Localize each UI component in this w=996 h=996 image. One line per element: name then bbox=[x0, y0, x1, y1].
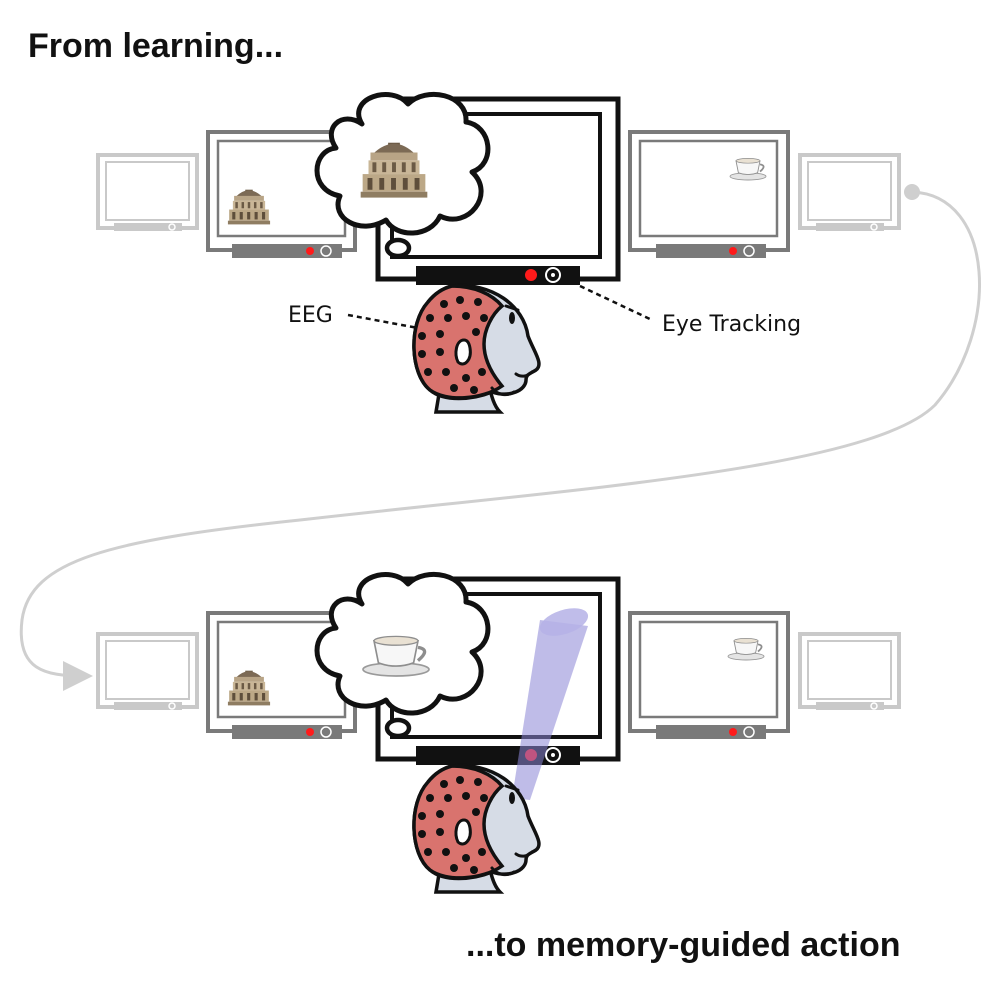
gaze-beam bbox=[512, 608, 589, 800]
monitor-far-right-bottom bbox=[798, 632, 901, 710]
monitor-far-left bbox=[96, 153, 199, 231]
monitor-right-bottom bbox=[628, 611, 790, 739]
eeg-leader-line bbox=[347, 313, 419, 330]
footer-title: ...to memory-guided action bbox=[466, 926, 900, 964]
flow-arrow-start bbox=[904, 184, 920, 200]
memory-panel bbox=[96, 574, 901, 894]
eye-tracking-leader-line bbox=[579, 284, 653, 322]
eeg-label: EEG bbox=[288, 303, 333, 328]
header-title: From learning... bbox=[28, 27, 283, 65]
eye-tracking-label: Eye Tracking bbox=[662, 312, 801, 337]
monitor-far-right bbox=[798, 153, 901, 231]
monitor-far-left-bottom bbox=[96, 632, 199, 710]
participant-with-eeg-cap-icon bbox=[412, 283, 541, 414]
flow-arrow bbox=[19, 190, 981, 691]
monitor-right bbox=[628, 130, 790, 258]
learning-panel: EEG Eye Tracking bbox=[96, 94, 901, 414]
